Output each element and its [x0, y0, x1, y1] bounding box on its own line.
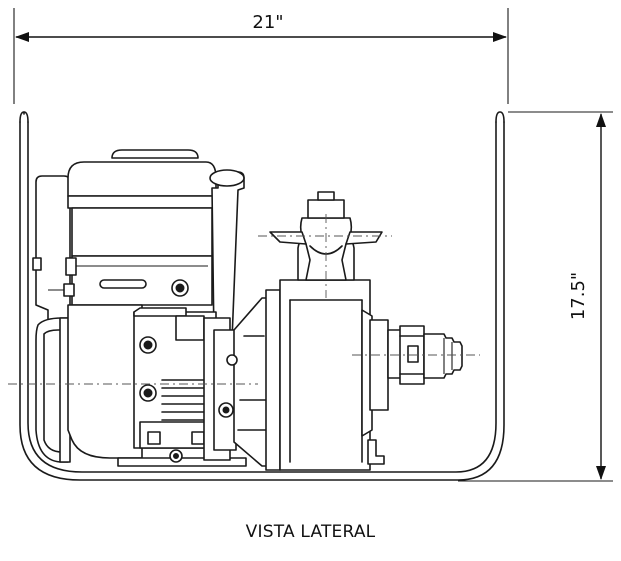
center-lines — [8, 214, 480, 385]
frame — [19, 111, 505, 481]
view-caption: VISTA LATERAL — [245, 522, 376, 542]
height-label: 17.5" — [568, 272, 589, 320]
engine — [32, 149, 247, 467]
width-label: 21" — [252, 12, 283, 33]
width-dimension: 21" — [13, 8, 509, 104]
pump-body — [265, 191, 385, 471]
discharge-outlet — [369, 319, 463, 411]
height-dimension: 17.5" — [458, 111, 613, 482]
